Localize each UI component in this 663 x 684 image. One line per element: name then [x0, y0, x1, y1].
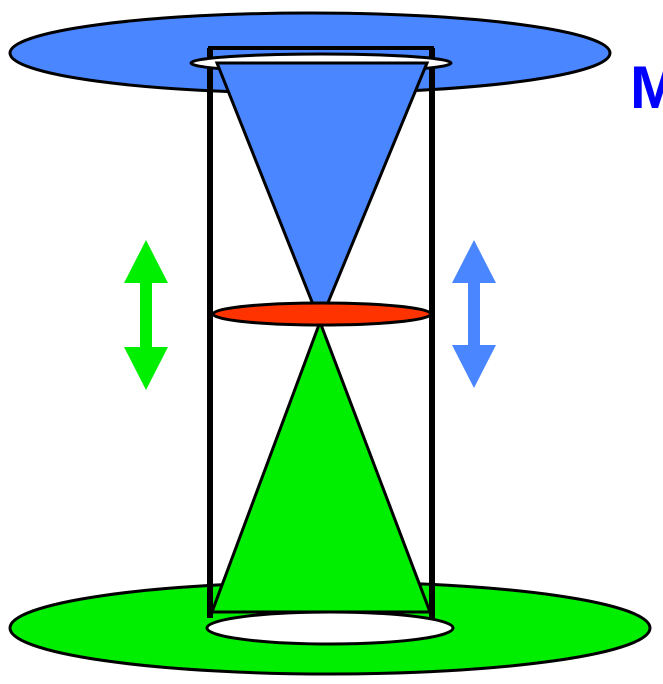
bottom-opening: [205, 610, 455, 646]
green-cone: [209, 317, 433, 614]
right-arrow-down-head: [452, 345, 496, 388]
double-arrow-vertical-icon: [124, 240, 168, 390]
right-arrow-up-head: [452, 240, 496, 283]
red-focal-disk: [211, 301, 433, 327]
right-arrow-shaft: [468, 282, 480, 348]
diagram-label: M: [630, 54, 663, 121]
left-arrow-shaft: [140, 282, 152, 348]
blue-cone: [214, 61, 430, 326]
left-arrow-down-head: [124, 347, 168, 390]
double-arrow-vertical-icon: [452, 240, 496, 388]
left-arrow-up-head: [124, 240, 168, 283]
